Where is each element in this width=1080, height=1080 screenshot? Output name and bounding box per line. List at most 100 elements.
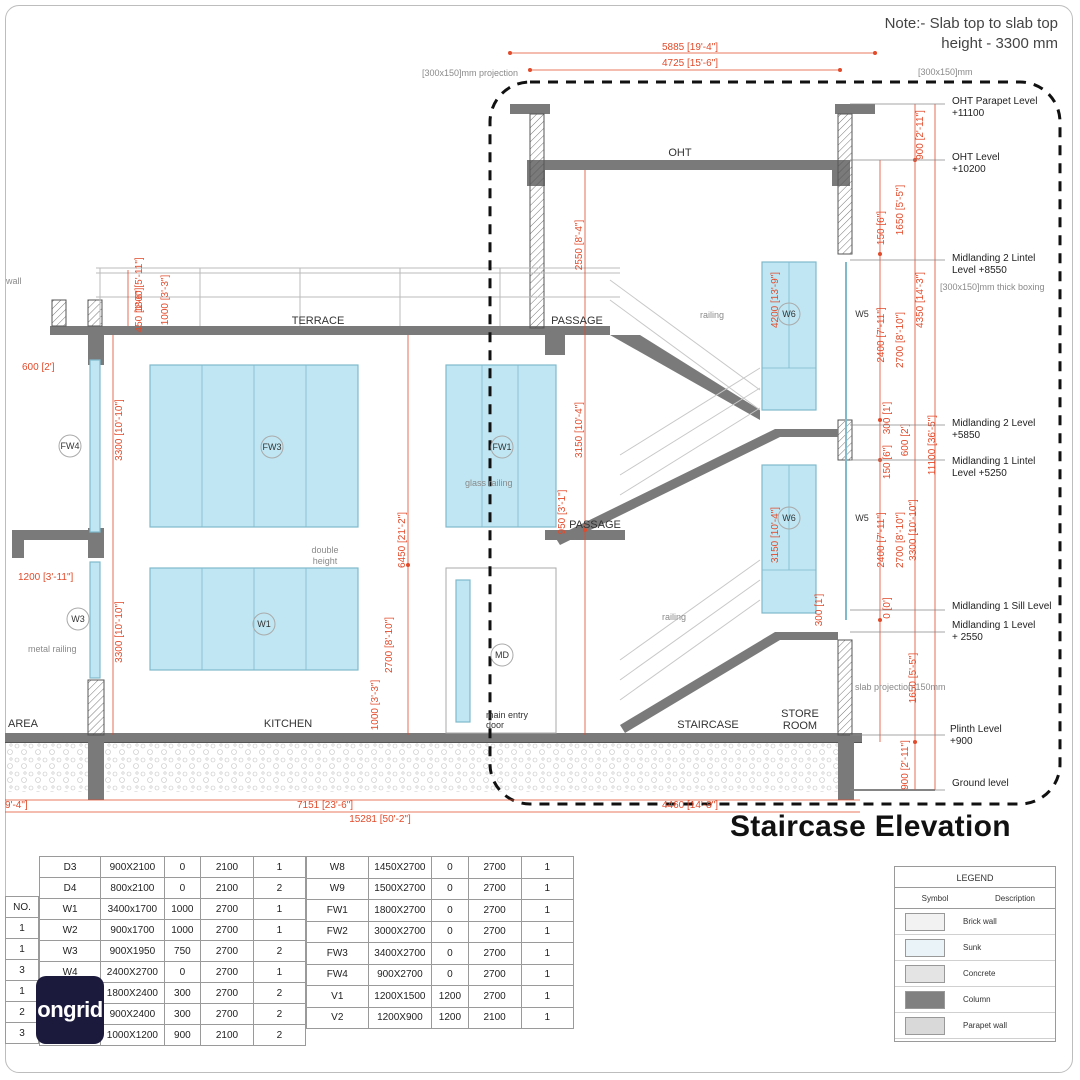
schedule-cell: 0 (431, 899, 469, 922)
note-line-1: Note:- Slab top to slab top (884, 15, 1058, 32)
room-oht: OHT (668, 147, 692, 159)
schedule-cell: 2700 (467, 985, 522, 1008)
terrace-railing (96, 267, 620, 326)
dim-300a: 300 [1'] (882, 402, 893, 435)
tag-w6-top: W6 (782, 309, 796, 319)
dim-3300b: 3300 [10'-10"] (114, 601, 125, 663)
schedule-cell: 1 (520, 942, 575, 965)
legend-label: Concrete (963, 969, 996, 978)
schedule-cell: 2700 (200, 961, 254, 983)
dim-top-overall: 5885 [19'-4"] (662, 42, 718, 53)
dim-bottom-overall: 15281 [50'-2"] (349, 814, 411, 825)
room-terrace: TERRACE (292, 315, 345, 327)
dim-300b: 300 [1'] (814, 594, 825, 627)
schedule-cell: 1450X2700 (367, 856, 433, 879)
level-ml2-value: +5850 (952, 430, 981, 441)
schedule-cell: 3400x1700 (100, 898, 165, 920)
schedule-cell: 2100 (467, 1006, 522, 1029)
schedule-cell: 900X2700 (367, 963, 433, 986)
oht-parapet-right (835, 104, 875, 114)
schedule-left-no: NO. 1 1 3 1 2 3 (5, 856, 39, 1044)
tag-md: MD (495, 650, 509, 660)
legend-label: Column (963, 995, 991, 1004)
schedule-cell: FW1 (306, 899, 369, 922)
dim-3150b: 3150 [10'-4"] (770, 507, 781, 563)
dim-600: 600 [2'] (22, 362, 55, 373)
schedule-cell: 2100 (200, 856, 254, 878)
oht-parapet-left (510, 104, 550, 114)
column-footing-left (88, 742, 104, 800)
tag-w3: W3 (71, 614, 85, 624)
dim-3300r: 3300 [10'-10"] (908, 499, 919, 561)
label-wall: wall (5, 276, 22, 286)
legend-item: Concrete (895, 961, 1055, 987)
level-oht-parapet-value: +11100 (952, 108, 985, 119)
dim-2700a: 2700 [8'-10"] (895, 312, 906, 368)
legend-item: Parapet wall (895, 1013, 1055, 1039)
schedule-cell: 2 (252, 1003, 307, 1025)
wall-right-top (837, 113, 853, 255)
legend-item: Sunk (895, 935, 1055, 961)
level-ml1-lintel-value: Level +5250 (952, 468, 1007, 479)
level-ticks (850, 103, 945, 791)
schedule-cell: 2 (252, 877, 307, 899)
schedule-cell: FW2 (306, 920, 369, 943)
schedule-cell: 3000X2700 (367, 920, 433, 943)
legend-swatch (895, 912, 955, 931)
no-cell: 1 (5, 917, 39, 939)
dim-bottom-right: 4460 [14'-8"] (662, 800, 718, 811)
room-staircase: STAIRCASE (677, 719, 739, 731)
level-plinth-value: +900 (950, 736, 973, 747)
level-oht-parapet: OHT Parapet Level (952, 96, 1037, 107)
schedule-cell: 2700 (467, 920, 522, 943)
schedule-cell: 900X2400 (100, 1003, 165, 1025)
schedule-cell: V2 (306, 1006, 369, 1029)
schedule-cell: 2100 (200, 877, 254, 899)
label-double-1: double (311, 545, 338, 555)
dim-2400a: 2400 [7'-11"] (876, 307, 887, 363)
dim-950: 950 [3'-1"] (557, 489, 568, 534)
schedule-cell: 1200 (431, 1006, 469, 1029)
dim-2400b: 2400 [7'-11"] (876, 512, 887, 568)
legend-label: Parapet wall (963, 1021, 1008, 1030)
room-area: AREA (8, 718, 39, 730)
dim-1650-top: 1650 [5'-5"] (895, 185, 906, 236)
schedule-cell: 2700 (467, 963, 522, 986)
schedule-cell: 1 (252, 919, 307, 941)
legend-title: LEGEND (895, 867, 1055, 888)
schedule-cell: 1 (520, 856, 575, 879)
schedule-cell: 1800X2400 (100, 982, 165, 1004)
dim-4200: 4200 [13'-9"] (770, 272, 781, 328)
boxing-note: [300x150]mm thick boxing (940, 282, 1045, 292)
schedule-cell: W9 (306, 877, 369, 900)
tag-w6-bot: W6 (782, 513, 796, 523)
page-title: Staircase Elevation (730, 810, 1011, 843)
dim-bottom-left: 9'-4"] (5, 800, 28, 811)
sheet-frame (5, 5, 1073, 1073)
parapet-post-2 (87, 299, 103, 327)
schedule-cell: 1000 (163, 898, 202, 920)
dim-2700c: 2700 [8'-10"] (384, 617, 395, 673)
legend-symbol-header: Symbol (921, 893, 949, 903)
room-store-2: ROOM (783, 720, 817, 732)
balcony-post (12, 540, 24, 558)
legend-swatch (895, 964, 955, 983)
schedule-cell: 1800X2700 (367, 899, 433, 922)
tag-w5-bot: W5 (855, 513, 869, 523)
no-cell: 3 (5, 1022, 39, 1044)
level-oht: OHT Level (952, 152, 1000, 163)
dim-1200: 1200 [3'-11"] (18, 572, 74, 583)
schedule-cell: 1 (520, 963, 575, 986)
schedule-cell: 1 (252, 856, 307, 878)
level-ml2-lintel-value: Level +8550 (952, 265, 1007, 276)
schedule-cell: 0 (431, 856, 469, 879)
room-store: STORE (781, 708, 819, 720)
column-footing-right (838, 742, 854, 800)
tag-w1: W1 (257, 619, 271, 629)
schedule-cell: W8 (306, 856, 369, 879)
